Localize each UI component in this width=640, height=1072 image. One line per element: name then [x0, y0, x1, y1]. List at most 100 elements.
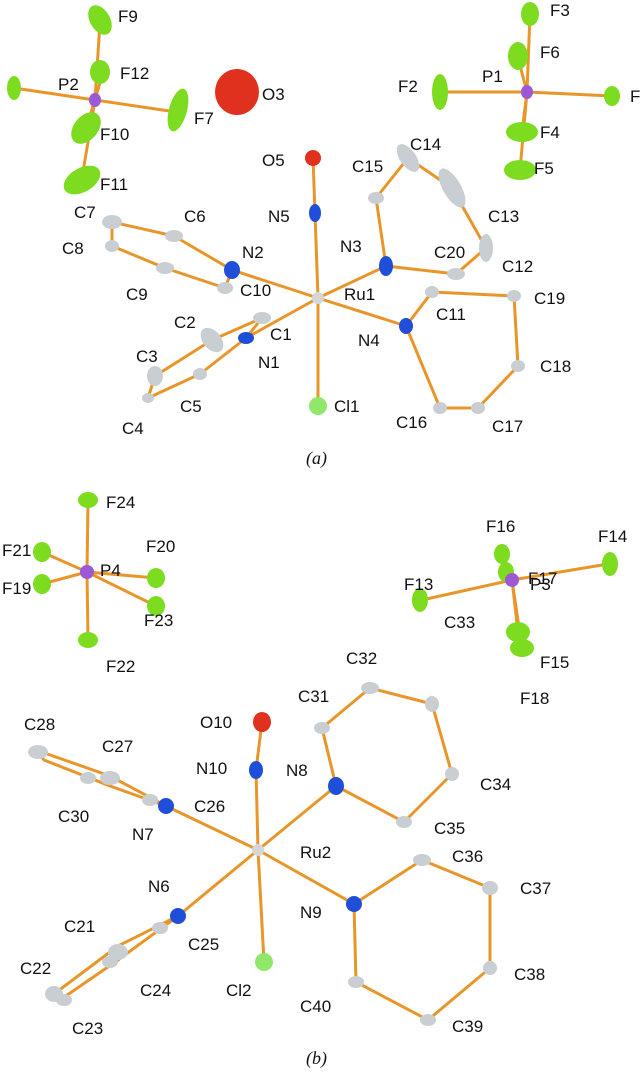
label-C40: C40: [300, 997, 331, 1016]
label-F3: F3: [550, 1, 570, 20]
atom-F22: [78, 632, 98, 648]
label-F19: F19: [2, 579, 31, 598]
atom-Cl1: [309, 397, 327, 415]
atom-C37: [482, 881, 498, 895]
label-F15: F15: [540, 653, 569, 672]
label-F24: F24: [106, 493, 135, 512]
atom-F15: [506, 622, 530, 642]
label-N2: N2: [242, 243, 264, 262]
atom-C13: [438, 168, 466, 208]
label-F2: F2: [398, 77, 418, 96]
atom-P3: [505, 573, 519, 587]
atom-O5: [305, 150, 321, 166]
atom-N9: [346, 896, 362, 912]
atom-F4: [506, 122, 538, 142]
label-F12: F12: [120, 64, 149, 83]
atom-F21: [33, 542, 51, 562]
label-F18: F18: [520, 689, 549, 708]
atom-C40: [348, 976, 364, 988]
label-C27: C27: [102, 737, 133, 756]
atom-P2: [89, 93, 101, 107]
atom-F23: [147, 596, 165, 616]
atom-Cl2: [255, 953, 273, 971]
atom-C5: [193, 368, 207, 380]
pf6-anion-p3: [412, 544, 618, 657]
atom-C34: [445, 767, 459, 781]
label-O10: O10: [200, 713, 232, 732]
pf6-anion-p1: [432, 2, 620, 180]
label-C1: C1: [270, 325, 292, 344]
atom-C16: [433, 402, 447, 414]
part-b: F24 F21 F20 P4 F19 F23 F22 F16 F17 F13 P…: [2, 492, 627, 1069]
label-Cl1: Cl1: [334, 397, 360, 416]
atom-C24: [102, 956, 118, 968]
atom-F20: [147, 568, 165, 588]
complex-1-atoms: [102, 144, 525, 415]
atom-C39: [420, 1014, 436, 1026]
label-F-cut: F: [630, 87, 640, 106]
atom-F5: [504, 160, 536, 180]
atom-P4: [80, 565, 94, 579]
atom-C32: [361, 682, 379, 694]
label-C9: C9: [126, 285, 148, 304]
atom-C9: [156, 262, 174, 274]
atom-C7: [102, 215, 122, 229]
label-F20: F20: [146, 537, 175, 556]
atom-F-cut: [604, 86, 620, 106]
label-C34: C34: [480, 775, 511, 794]
atom-C31: [314, 722, 330, 734]
atom-C20: [447, 268, 465, 280]
label-C13: C13: [488, 207, 519, 226]
pf6-anion-p2: [7, 5, 189, 195]
label-C6: C6: [184, 207, 206, 226]
atom-C35: [396, 816, 412, 828]
label-N3: N3: [340, 237, 362, 256]
atom-C23: [56, 994, 72, 1006]
label-C20: C20: [434, 243, 465, 262]
label-Ru1: Ru1: [344, 285, 375, 304]
atom-N7: [158, 798, 174, 814]
labels-b: F24 F21 F20 P4 F19 F23 F22 F16 F17 F13 P…: [2, 493, 627, 1069]
label-C3: C3: [136, 347, 158, 366]
atom-C12: [479, 234, 493, 262]
atom-N5: [309, 204, 321, 222]
label-C22: C22: [20, 959, 51, 978]
atom-F3: [521, 2, 539, 26]
atom-C33: [425, 696, 439, 712]
label-P2: P2: [58, 75, 79, 94]
atom-F11: [63, 165, 101, 195]
atom-F14: [602, 552, 618, 576]
label-C35: C35: [434, 819, 465, 838]
label-F23: F23: [144, 611, 173, 630]
label-C16: C16: [396, 413, 427, 432]
label-C24: C24: [140, 981, 171, 1000]
atom-F10: [71, 112, 101, 144]
label-F9: F9: [118, 7, 138, 26]
label-C37: C37: [520, 879, 551, 898]
atom-C17: [471, 402, 485, 414]
atom-F19: [33, 574, 51, 594]
complex-2-atoms: [28, 682, 498, 1026]
label-F17: F17: [528, 569, 557, 588]
label-C12: C12: [502, 257, 533, 276]
atom-C14: [396, 144, 420, 172]
label-N10: N10: [196, 759, 227, 778]
atom-C18: [511, 360, 525, 372]
caption-b: (b): [306, 1048, 327, 1069]
caption-a: (a): [306, 448, 327, 469]
atom-C38: [483, 961, 497, 975]
label-N7: N7: [132, 825, 154, 844]
label-C39: C39: [452, 1017, 483, 1036]
atom-C1: [253, 312, 271, 324]
atom-C21: [108, 944, 128, 960]
atom-C15: [368, 192, 384, 204]
label-C33: C33: [444, 613, 475, 632]
label-C10: C10: [240, 281, 271, 300]
label-C38: C38: [514, 965, 545, 984]
complex-1-bonds: [110, 156, 520, 410]
label-F11: F11: [100, 175, 128, 194]
label-F10: F10: [100, 125, 129, 144]
atom-N8: [328, 777, 344, 795]
label-C26: C26: [194, 797, 225, 816]
label-N1: N1: [258, 353, 280, 372]
